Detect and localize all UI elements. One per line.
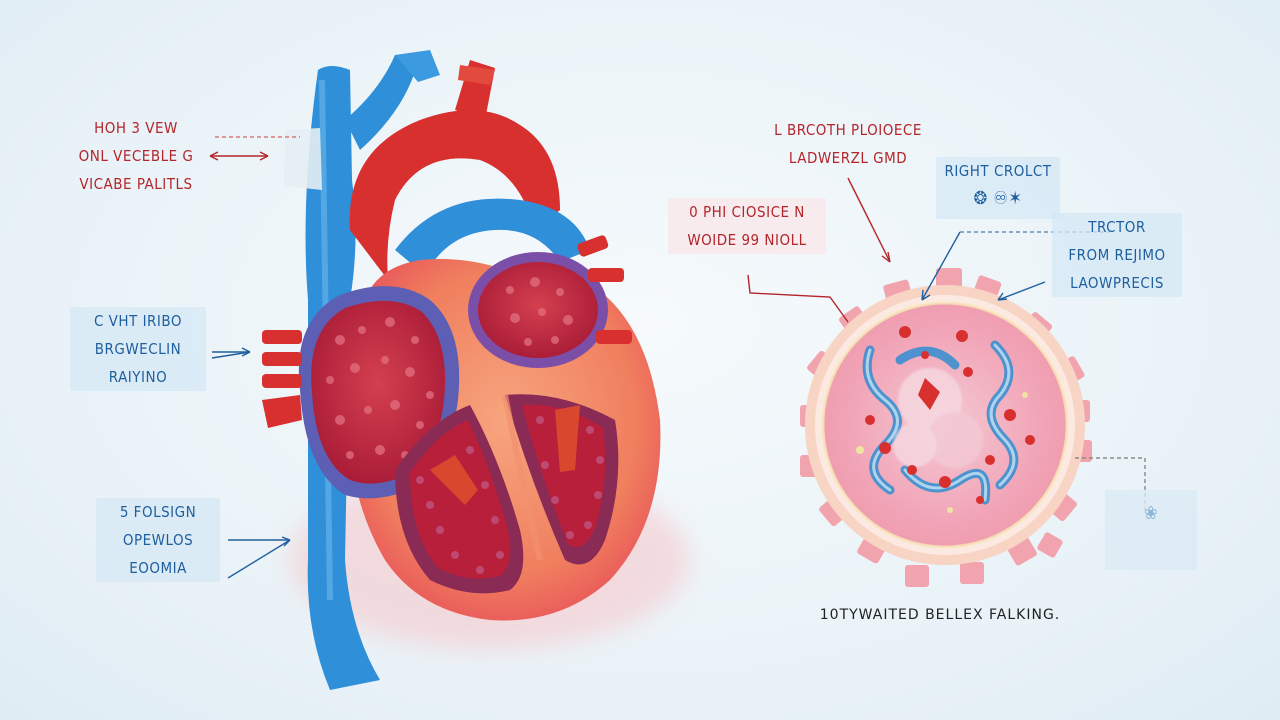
label-bottom-left-line-1: 5 FOLSIGN (119, 503, 197, 521)
label-top-center-right-line-1: L BRCOTH PLOIOECE (774, 121, 922, 139)
label-center-red-line-1: 0 PHI CIOSICE N (689, 203, 805, 221)
label-mid-left-line-2: BRGWECLIN (94, 340, 182, 358)
tricuspid-valve (430, 455, 478, 505)
label-mid-left-line-1: C VHT IRIBO (93, 312, 183, 330)
label-top-left-line-2: ONL VECEBLE G (78, 147, 194, 165)
cell-illustration (800, 268, 1092, 587)
label-right-mid-line-3: LAOWPRECIS (1070, 274, 1164, 292)
aorta (349, 110, 560, 280)
mitral-valve (555, 405, 580, 472)
heart-illustration (262, 50, 690, 690)
connector-lines (209, 136, 1146, 579)
label-bottom-left-line-3: EOOMIA (129, 559, 187, 577)
label-right-small-line-1: RIGHT CROLCT (944, 162, 1052, 180)
label-top-left-line-3: VICABE PALITLS (79, 175, 193, 193)
diagram-caption: 10TYWAITED BELLEX FALKING. (819, 607, 1061, 623)
label-right-small: RIGHT CROLCT ❂ ♾✶ (936, 157, 1060, 219)
label-right-mid-line-1: TRCTOR (1088, 218, 1146, 236)
label-mid-left-line-3: RAIYINO (108, 368, 168, 386)
side-vessels (262, 235, 632, 428)
label-top-center-right: L BRCOTH PLOIOECE LADWERZL GMD (760, 116, 936, 172)
label-right-mid: TRCTOR FROM REJIMO LAOWPRECIS (1052, 213, 1182, 297)
label-top-left: HOH 3 VEW ONL VECEBLE G VICABE PALITLS (62, 114, 210, 198)
faded-glyph-icon: ❀ (1143, 503, 1159, 524)
organelles (865, 326, 1035, 504)
label-mid-left: C VHT IRIBO BRGWECLIN RAIYINO (70, 307, 206, 391)
label-center-red-line-2: WOIDE 99 NIOLL (687, 231, 807, 249)
label-right-mid-line-2: FROM REJIMO (1068, 246, 1166, 264)
label-bottom-left: 5 FOLSIGN OPEWLOS EOOMIA (96, 498, 220, 582)
label-bottom-left-line-2: OPEWLOS (122, 531, 194, 549)
atrium-texture (326, 317, 434, 459)
faded-panel (1105, 490, 1197, 570)
label-top-left-line-1: HOH 3 VEW (94, 119, 178, 137)
squiggle-glyph-icon: ❂ ♾✶ (973, 188, 1023, 209)
label-center-red: 0 PHI CIOSICE N WOIDE 99 NIOLL (668, 198, 826, 254)
label-top-center-right-line-2: LADWERZL GMD (788, 149, 908, 167)
